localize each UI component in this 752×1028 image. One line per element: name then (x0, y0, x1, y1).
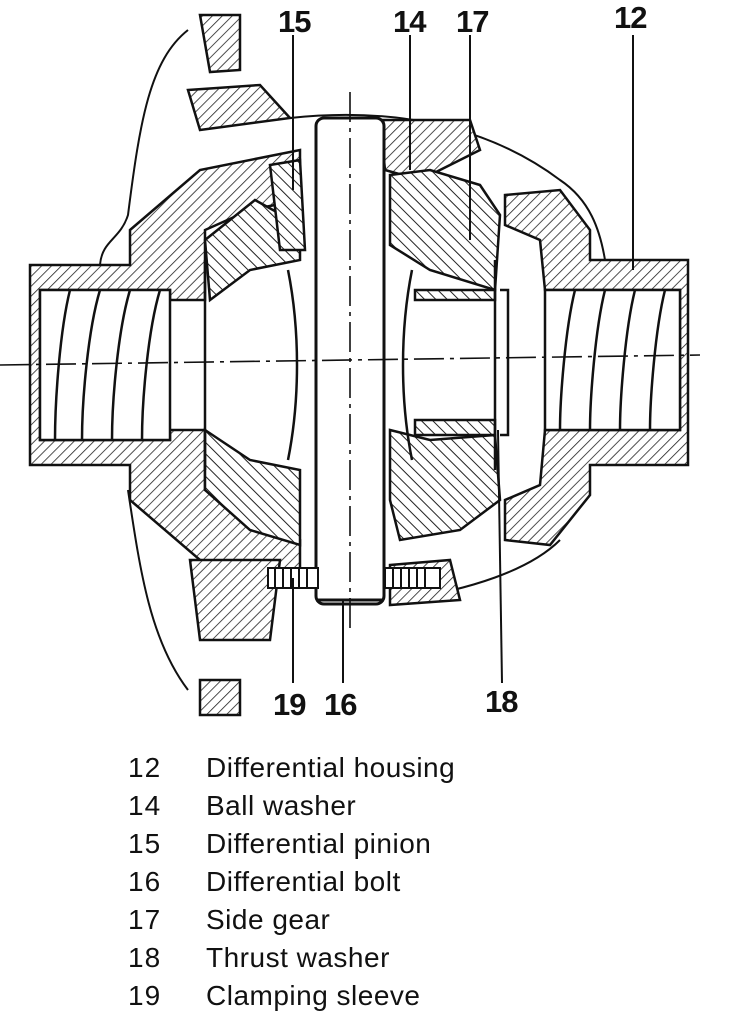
parts-legend: 12 Differential housing 14 Ball washer 1… (128, 752, 728, 1018)
differential-cross-section-diagram: 15 14 17 12 19 16 18 (0, 0, 701, 722)
differential-pinion (268, 158, 307, 252)
legend-number: 16 (128, 866, 162, 897)
legend-item: 18 Thrust washer (128, 942, 728, 980)
callout-18: 18 (485, 684, 518, 719)
axle-bores (38, 288, 682, 442)
clamping-sleeve (267, 567, 441, 589)
legend-item: 19 Clamping sleeve (128, 980, 728, 1018)
callout-12: 12 (614, 0, 646, 35)
callout-16: 16 (324, 687, 357, 722)
center-lines (0, 92, 701, 630)
legend-label: Differential pinion (206, 828, 432, 859)
legend-item: 16 Differential bolt (128, 866, 728, 904)
legend-number: 14 (128, 790, 162, 821)
callout-15: 15 (278, 4, 311, 39)
callout-labels: 15 14 17 12 19 16 18 (273, 0, 647, 722)
legend-label: Thrust washer (206, 942, 390, 973)
legend-item: 17 Side gear (128, 904, 728, 942)
callout-19: 19 (273, 687, 306, 722)
legend-number: 15 (128, 828, 162, 859)
legend-label: Clamping sleeve (206, 980, 421, 1011)
legend-label: Ball washer (206, 790, 357, 821)
legend-label: Differential housing (206, 752, 456, 783)
callout-14: 14 (393, 4, 427, 39)
legend-number: 12 (128, 752, 162, 783)
legend-item: 14 Ball washer (128, 790, 728, 828)
legend-label: Side gear (206, 904, 331, 935)
side-gear (388, 168, 502, 292)
gears (203, 158, 502, 547)
legend-number: 18 (128, 942, 162, 973)
legend-item: 12 Differential housing (128, 752, 728, 790)
legend-item: 15 Differential pinion (128, 828, 728, 866)
legend-number: 19 (128, 980, 162, 1011)
leader-lines (292, 35, 634, 684)
legend-label: Differential bolt (206, 866, 401, 897)
callout-17: 17 (456, 4, 488, 39)
thrust-washers (203, 260, 510, 470)
legend-number: 17 (128, 904, 162, 935)
